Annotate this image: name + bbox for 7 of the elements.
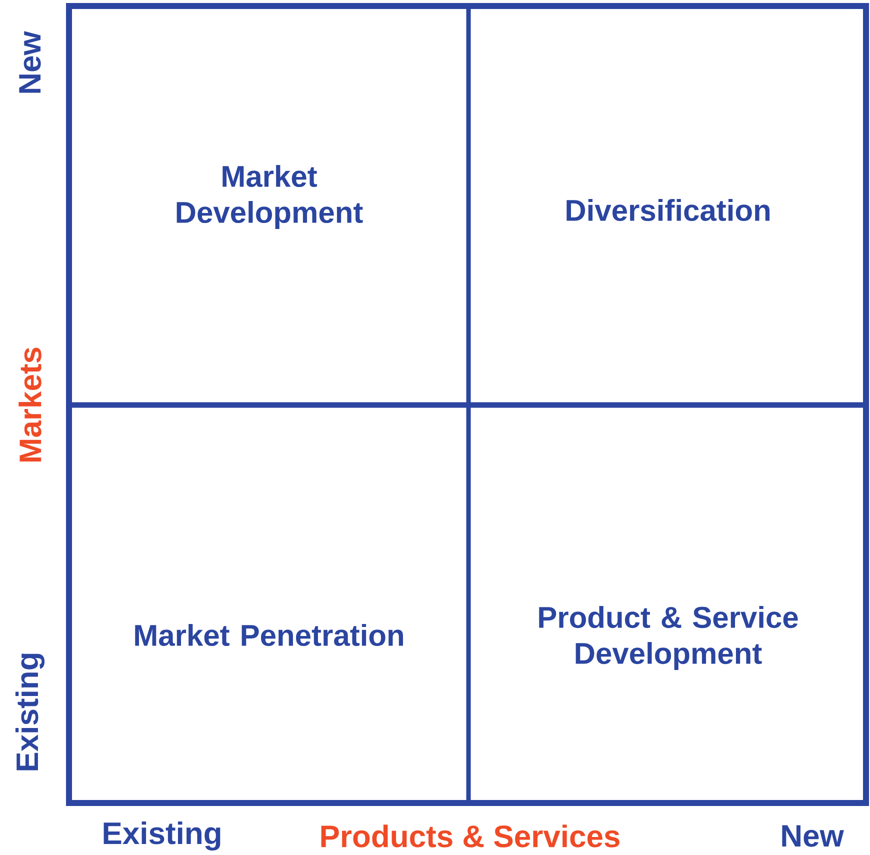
axis-label: Markets xyxy=(18,348,42,462)
quadrant-box: Market Development xyxy=(68,4,470,406)
quadrant-box: Product & Service Development xyxy=(467,404,869,806)
quadrant-box: Market Penetration xyxy=(68,404,470,806)
axis-label: Products & Services xyxy=(321,824,620,848)
axis-label: New xyxy=(19,31,41,93)
quadrant-box: Diversification xyxy=(467,4,869,406)
